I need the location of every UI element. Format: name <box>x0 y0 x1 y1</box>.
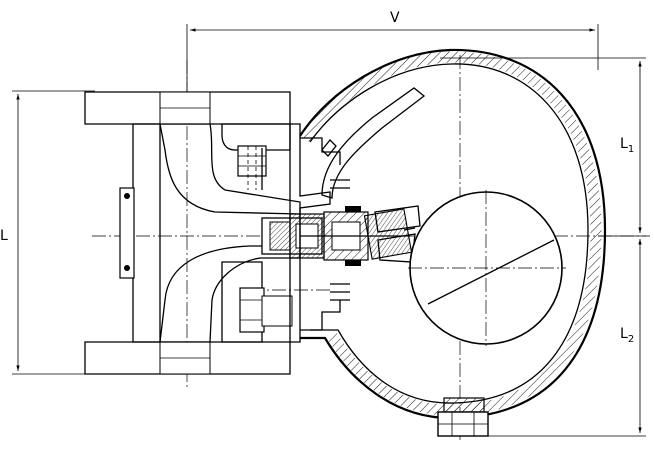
housing-shell <box>299 48 607 420</box>
dimension-l: L <box>0 90 95 375</box>
dimension-label-l1: L1 <box>620 136 634 155</box>
dimension-v: V <box>186 10 599 92</box>
dimension-l1-l2: L1 L2 <box>440 57 646 437</box>
dimension-label-l: L <box>0 228 8 244</box>
vent-tube <box>321 87 426 199</box>
float-ball <box>408 190 566 346</box>
upper-bolt <box>221 123 291 190</box>
lower-bolt <box>221 261 293 343</box>
valve-seat-assembly <box>261 206 413 266</box>
dimension-label-v: V <box>390 10 400 26</box>
drain-plug <box>437 397 489 437</box>
valve-body <box>84 91 301 375</box>
dimension-label-l2: L2 <box>620 326 634 345</box>
